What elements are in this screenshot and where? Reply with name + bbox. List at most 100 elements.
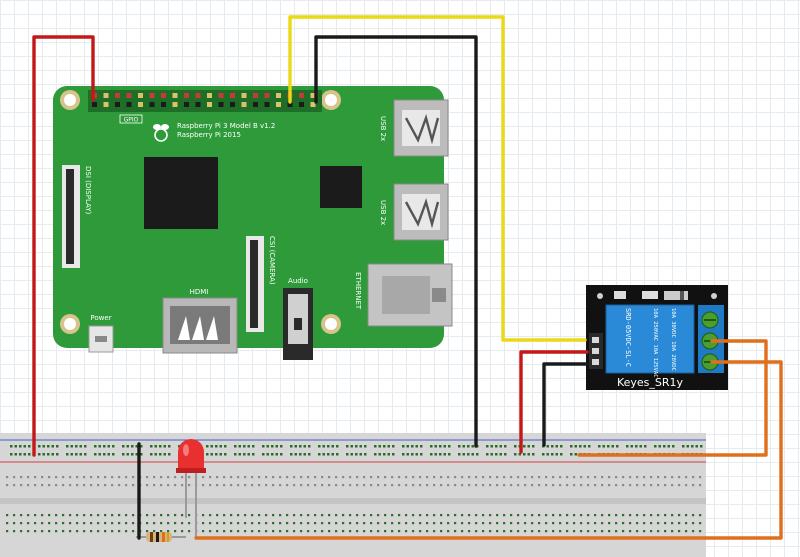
hole xyxy=(107,445,110,448)
hole xyxy=(695,445,698,448)
hole xyxy=(629,476,632,479)
hole xyxy=(251,514,254,517)
hole xyxy=(38,445,41,448)
hole xyxy=(415,445,418,448)
hole xyxy=(384,484,387,487)
hole xyxy=(262,445,265,448)
hole xyxy=(412,484,415,487)
hole xyxy=(650,522,653,525)
hole xyxy=(412,514,415,517)
hole xyxy=(174,476,177,479)
hole xyxy=(447,484,450,487)
hole xyxy=(573,522,576,525)
hole xyxy=(448,445,451,448)
gpio-pin xyxy=(103,93,109,98)
hole xyxy=(279,476,282,479)
hole xyxy=(545,530,548,533)
hole xyxy=(224,445,227,448)
hole xyxy=(132,514,135,517)
hole xyxy=(62,514,65,517)
hole xyxy=(608,476,611,479)
hole xyxy=(279,514,282,517)
hole xyxy=(146,476,149,479)
hole xyxy=(342,514,345,517)
hole xyxy=(510,522,513,525)
hole xyxy=(461,514,464,517)
hole xyxy=(489,522,492,525)
hole xyxy=(538,530,541,533)
hole xyxy=(321,514,324,517)
hole xyxy=(244,514,247,517)
hole xyxy=(94,445,97,448)
hole xyxy=(275,445,278,448)
hole xyxy=(238,453,241,456)
hole xyxy=(685,522,688,525)
hole xyxy=(475,530,478,533)
gpio-pin xyxy=(172,102,178,107)
hole xyxy=(188,476,191,479)
hole xyxy=(560,445,563,448)
hole xyxy=(290,445,293,448)
hole xyxy=(356,484,359,487)
hole xyxy=(216,484,219,487)
hole xyxy=(486,453,489,456)
hole xyxy=(328,530,331,533)
hole xyxy=(601,522,604,525)
hole xyxy=(216,530,219,533)
gpio-label: GPIO xyxy=(124,117,139,124)
hole xyxy=(23,453,26,456)
hole xyxy=(587,484,590,487)
hole xyxy=(41,484,44,487)
hole xyxy=(13,476,16,479)
hole xyxy=(657,484,660,487)
hole xyxy=(657,476,660,479)
hole xyxy=(363,476,366,479)
hole xyxy=(237,530,240,533)
hole xyxy=(523,453,526,456)
hole xyxy=(426,522,429,525)
hole xyxy=(104,522,107,525)
hole xyxy=(34,530,37,533)
hole xyxy=(10,453,13,456)
hole xyxy=(251,484,254,487)
hole xyxy=(405,530,408,533)
hole xyxy=(150,453,153,456)
hole xyxy=(27,530,30,533)
hole xyxy=(510,514,513,517)
hole xyxy=(62,476,65,479)
hole xyxy=(355,445,358,448)
hole xyxy=(503,514,506,517)
gpio-pin xyxy=(149,102,155,107)
hole xyxy=(350,445,353,448)
hole xyxy=(97,522,100,525)
hole xyxy=(443,445,446,448)
hole xyxy=(430,453,433,456)
hole xyxy=(308,453,311,456)
hole xyxy=(462,453,465,456)
hole xyxy=(356,530,359,533)
hole xyxy=(202,476,205,479)
hole xyxy=(601,476,604,479)
hole xyxy=(174,514,177,517)
hole xyxy=(639,445,642,448)
hole xyxy=(531,484,534,487)
hole xyxy=(391,476,394,479)
hole xyxy=(160,484,163,487)
gpio-pin xyxy=(103,102,109,107)
hole xyxy=(398,530,401,533)
hole xyxy=(20,476,23,479)
hole xyxy=(387,453,390,456)
led xyxy=(176,439,206,538)
hole xyxy=(104,484,107,487)
hole xyxy=(307,484,310,487)
hole xyxy=(496,476,499,479)
hole xyxy=(6,484,9,487)
hole xyxy=(336,453,339,456)
wire-yellow-signal xyxy=(288,15,587,342)
hole xyxy=(146,522,149,525)
power-label: Power xyxy=(90,314,111,322)
hole xyxy=(692,484,695,487)
hole xyxy=(468,530,471,533)
hole xyxy=(622,530,625,533)
hole xyxy=(622,484,625,487)
